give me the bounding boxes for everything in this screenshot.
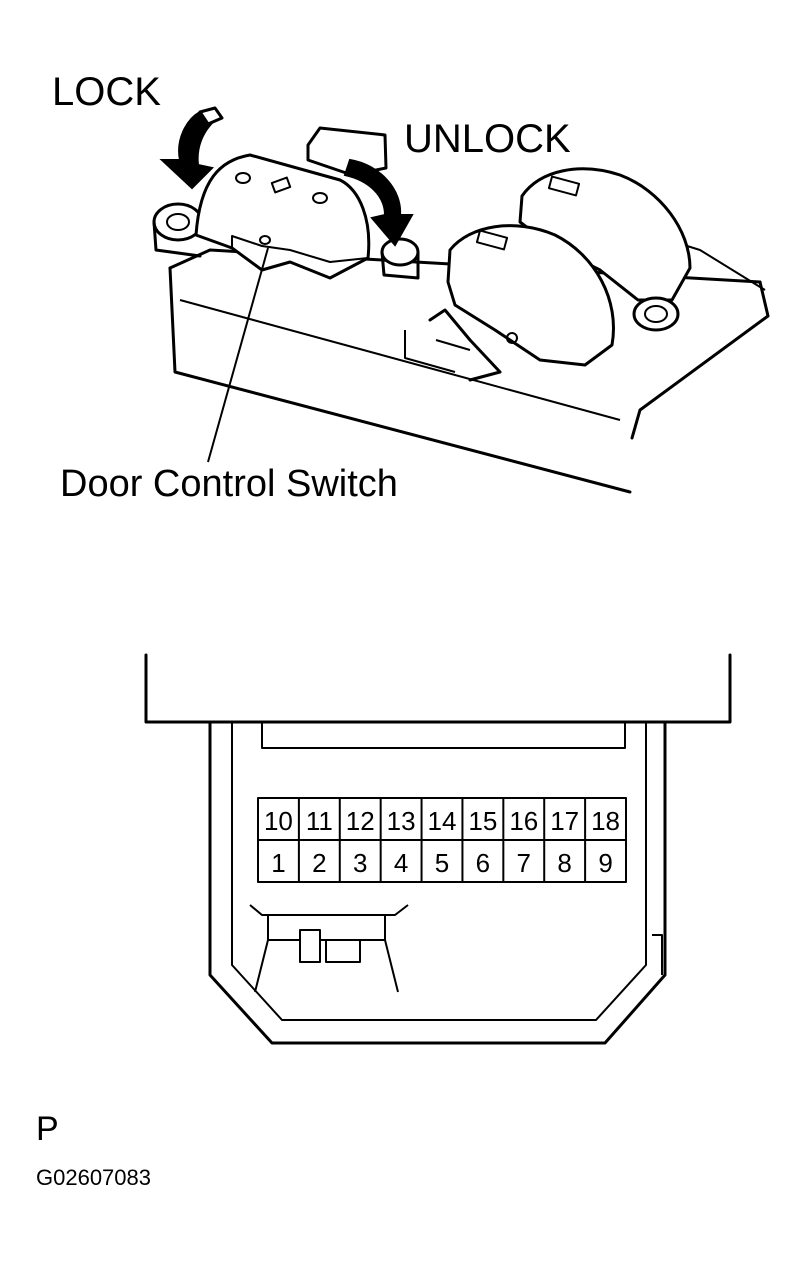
connector-housing (144, 653, 732, 1045)
pin-number-5: 5 (435, 848, 449, 878)
pin-number-10: 10 (264, 806, 293, 836)
pin-number-3: 3 (353, 848, 367, 878)
pin-number-9: 9 (598, 848, 612, 878)
unlock-label: UNLOCK (404, 117, 571, 161)
connector-type-label: P (36, 1110, 59, 1148)
pin-number-13: 13 (387, 806, 416, 836)
mounting-boss-left (152, 202, 204, 258)
figure-id-label: G02607083 (36, 1165, 151, 1190)
switch-rear-tab (306, 126, 388, 177)
pin-number-11: 11 (306, 806, 333, 836)
connector-pin-grid (257, 797, 627, 883)
pin-number-14: 14 (428, 806, 457, 836)
pin-number-4: 4 (394, 848, 408, 878)
mounting-boss-right (632, 296, 680, 332)
pin-number-1: 1 (271, 848, 285, 878)
pin-number-16: 16 (509, 806, 538, 836)
pin-number-12: 12 (346, 806, 375, 836)
pin-number-18: 18 (591, 806, 620, 836)
mounting-boss-center (380, 237, 420, 280)
lock-direction-arrow (159, 106, 224, 190)
door-control-switch-label: Door Control Switch (60, 463, 398, 505)
pin-number-6: 6 (476, 848, 490, 878)
pin-number-2: 2 (312, 848, 326, 878)
pin-number-15: 15 (468, 806, 497, 836)
lock-label: LOCK (52, 70, 161, 114)
door-control-switch-body (194, 153, 371, 280)
pin-number-8: 8 (557, 848, 571, 878)
door-control-switch-leader-line (207, 247, 269, 463)
pin-number-7: 7 (517, 848, 531, 878)
unlock-direction-arrow (343, 158, 414, 247)
window-switch-front (428, 224, 615, 382)
pin-number-17: 17 (550, 806, 579, 836)
connector-lock-latch (249, 904, 409, 993)
window-switch-rear (518, 167, 692, 302)
